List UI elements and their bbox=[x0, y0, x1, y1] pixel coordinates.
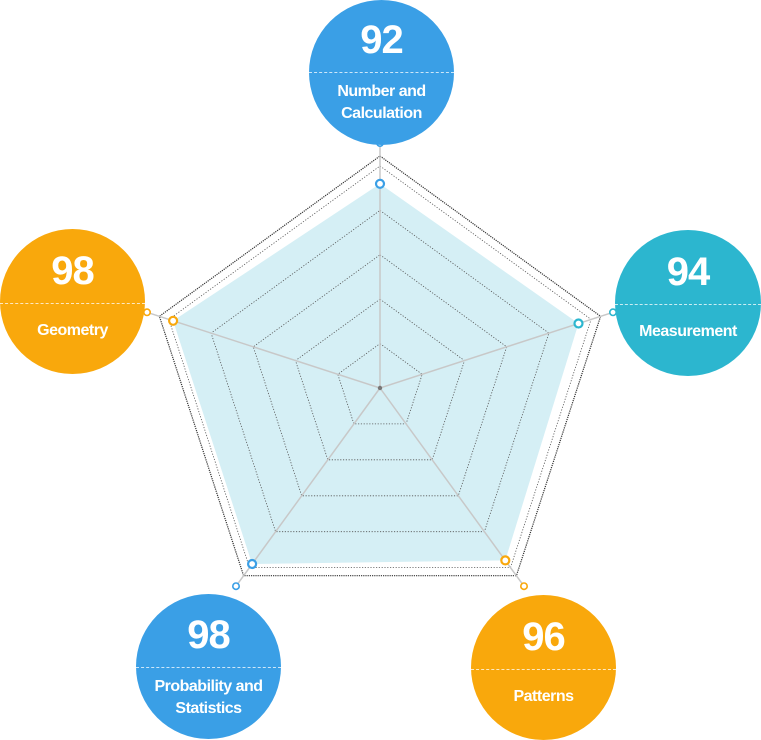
center-dot bbox=[377, 385, 383, 391]
bubble-divider bbox=[136, 667, 281, 668]
grid-ring bbox=[295, 298, 465, 461]
outer-frame bbox=[158, 155, 602, 577]
spoke-end-probability-statistics bbox=[232, 582, 241, 591]
label-patterns: Patterns bbox=[513, 688, 574, 705]
bubble-divider bbox=[309, 72, 454, 73]
bubble-divider bbox=[0, 303, 145, 304]
spoke-probability-statistics bbox=[235, 387, 381, 587]
data-point-measurement bbox=[573, 318, 584, 329]
grid-ring bbox=[168, 165, 592, 568]
grid-ring bbox=[252, 254, 508, 497]
score-number-calculation: 92 bbox=[360, 18, 403, 62]
score-probability-statistics: 98 bbox=[187, 613, 230, 657]
score-geometry: 98 bbox=[51, 249, 94, 293]
bubble-measurement: 94 Measurement bbox=[615, 230, 761, 376]
bubble-probability-statistics: 98 Probability and Statistics bbox=[136, 594, 281, 739]
spoke-end-geometry bbox=[143, 308, 152, 317]
label-measurement: Measurement bbox=[639, 323, 737, 340]
data-point-geometry bbox=[168, 315, 179, 326]
label-geometry: Geometry bbox=[37, 322, 108, 339]
data-area bbox=[173, 183, 579, 565]
spoke-end-patterns bbox=[519, 582, 528, 591]
bubble-divider bbox=[471, 669, 616, 670]
score-measurement: 94 bbox=[666, 250, 710, 294]
label-number-calculation: Number and Calculation bbox=[337, 83, 426, 122]
bubble-divider bbox=[615, 304, 761, 305]
spoke-geometry bbox=[146, 311, 381, 389]
bubble-geometry: 98 Geometry bbox=[0, 229, 145, 374]
data-point-probability-statistics bbox=[247, 558, 258, 570]
label-probability-statistics: Probability and Statistics bbox=[154, 678, 263, 717]
score-patterns: 96 bbox=[522, 615, 565, 659]
grid-ring bbox=[210, 209, 550, 533]
bubble-number-calculation: 92 Number and Calculation bbox=[309, 0, 454, 145]
spoke-patterns bbox=[379, 387, 525, 587]
bubble-patterns: 96 Patterns bbox=[471, 595, 616, 740]
data-point-number-calculation bbox=[374, 178, 386, 189]
data-point-patterns bbox=[500, 555, 511, 566]
